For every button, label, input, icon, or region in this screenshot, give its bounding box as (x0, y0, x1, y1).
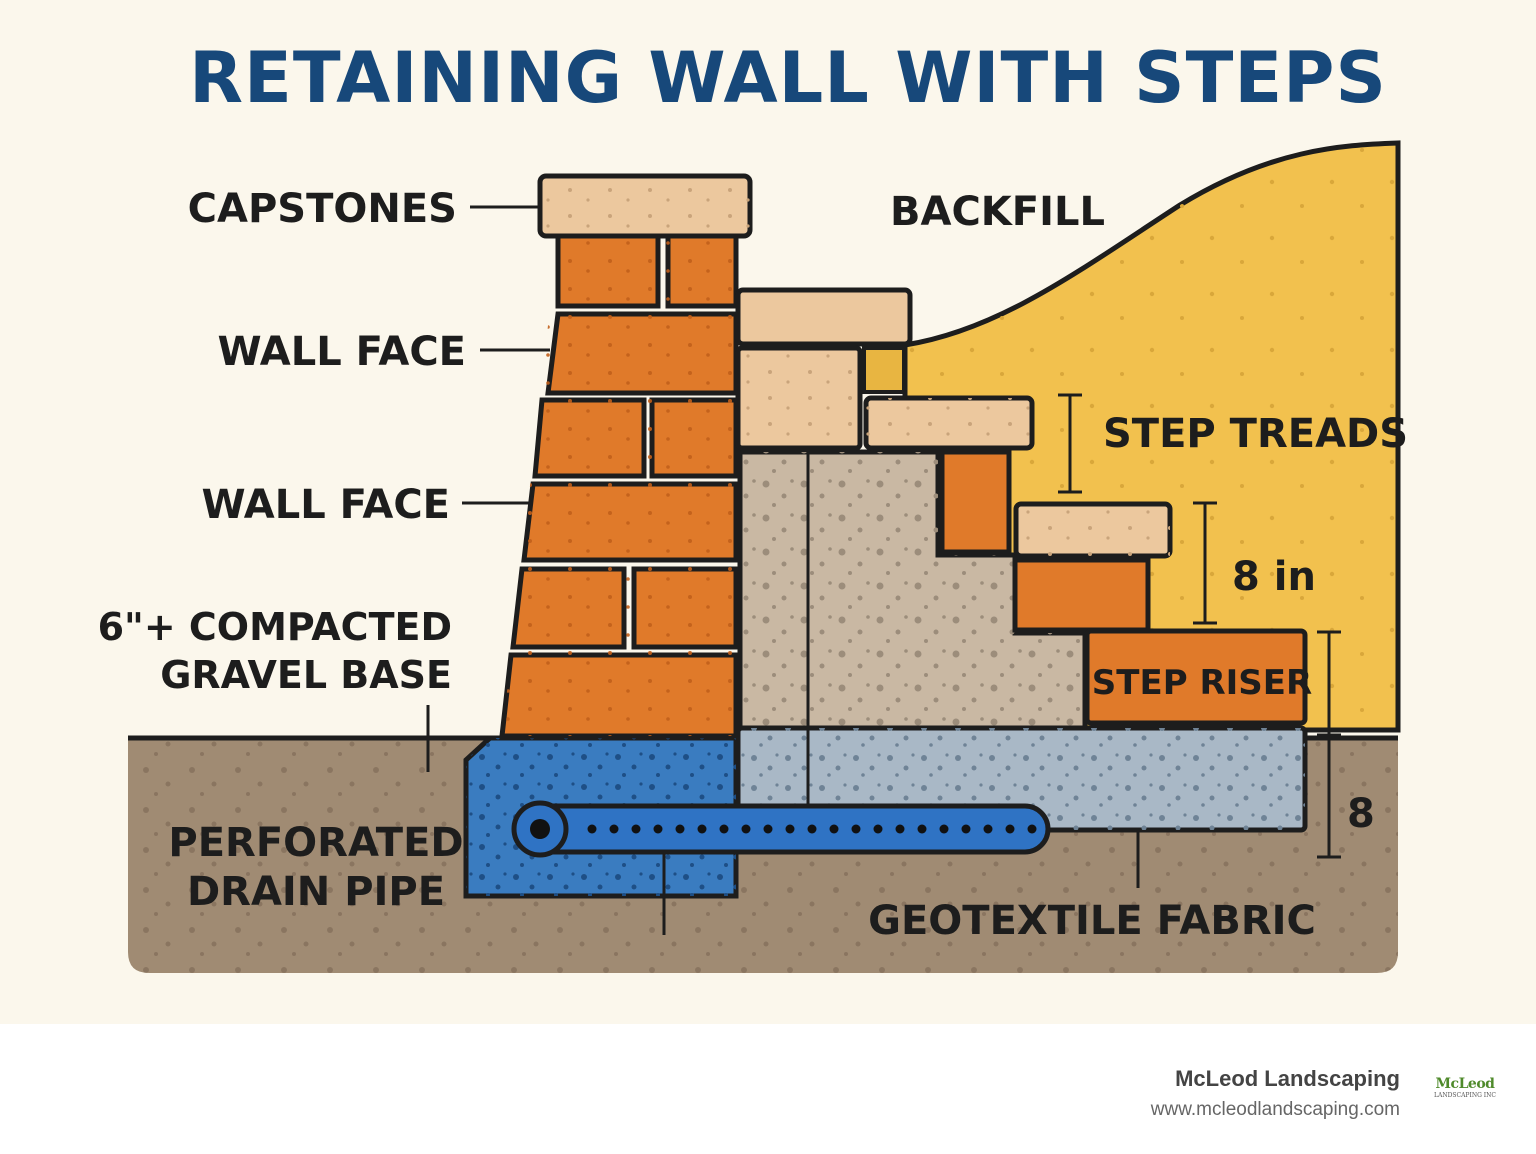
label-gravel-base-line1: 6"+ COMPACTED (98, 605, 452, 649)
drain-hole (851, 824, 861, 834)
logo-wordmark: McLeod (1435, 1076, 1495, 1092)
top-step-block (735, 287, 913, 451)
company-logo: McLeod LANDSCAPING INC (1430, 1074, 1500, 1110)
drain-hole (895, 824, 905, 834)
step-tread-2 (1013, 501, 1173, 559)
label-gravel-base-line2: GRAVEL BASE (160, 653, 452, 697)
label-geotextile-fabric: GEOTEXTILE FABRIC (868, 898, 1316, 944)
drain-hole (741, 824, 751, 834)
label-step-height: 8 in (1232, 554, 1316, 600)
drain-pipe-holes (587, 824, 1037, 834)
retaining-wall-diagram: RETAINING WALL WITH STEPS (0, 0, 1536, 1024)
label-step-treads: STEP TREADS (1103, 411, 1408, 457)
capstone (537, 173, 753, 239)
drain-hole (653, 824, 663, 834)
drain-hole (1005, 824, 1015, 834)
drain-hole (697, 824, 707, 834)
drain-hole (609, 824, 619, 834)
step-riser-block (1084, 628, 1308, 726)
step-tread-1 (863, 395, 1035, 451)
drain-hole (785, 824, 795, 834)
step-riser-brick-2 (1012, 557, 1151, 633)
step-riser-brick-1 (939, 449, 1012, 555)
label-base-depth: 8 (1347, 791, 1375, 837)
drain-hole (719, 824, 729, 834)
step-treads-dimension (1058, 393, 1082, 494)
company-name: McLeod Landscaping (1175, 1066, 1400, 1091)
label-capstones: CAPSTONES (188, 186, 457, 232)
company-url[interactable]: www.mcleodlandscaping.com (1150, 1099, 1400, 1120)
label-drain-pipe-line2: DRAIN PIPE (187, 869, 445, 915)
drain-hole (961, 824, 971, 834)
label-drain-pipe-line1: PERFORATED (168, 820, 463, 866)
drain-hole (829, 824, 839, 834)
drain-hole (983, 824, 993, 834)
drain-hole (807, 824, 817, 834)
diagram-title: RETAINING WALL WITH STEPS (189, 37, 1387, 119)
perforated-drain-pipe (511, 800, 1051, 858)
footer: McLeod Landscaping www.mcleodlandscaping… (0, 1024, 1536, 1154)
drain-hole (763, 824, 773, 834)
drain-hole (587, 824, 597, 834)
label-step-riser: STEP RISER (1092, 663, 1312, 703)
label-wall-face-upper: WALL FACE (217, 329, 466, 375)
drain-hole (1027, 824, 1037, 834)
logo-subtitle: LANDSCAPING INC (1434, 1092, 1496, 1099)
step-height-dimension (1193, 501, 1217, 625)
label-wall-face-lower: WALL FACE (201, 482, 450, 528)
drain-hole (873, 824, 883, 834)
concrete-core (737, 449, 1088, 731)
drain-hole (939, 824, 949, 834)
drain-hole (631, 824, 641, 834)
label-backfill: BACKFILL (890, 189, 1105, 235)
drain-hole (675, 824, 685, 834)
base-depth-dimension (1317, 630, 1341, 859)
drain-hole (917, 824, 927, 834)
